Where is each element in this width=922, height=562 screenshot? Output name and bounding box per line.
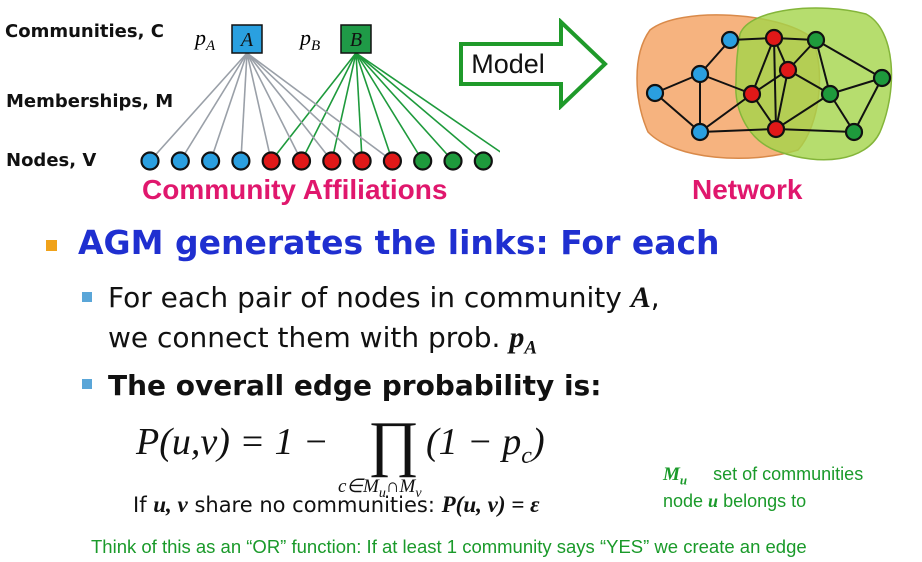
node-blue	[170, 151, 190, 171]
node-blue	[140, 151, 160, 171]
network-edge	[699, 93, 753, 133]
community-b-box	[340, 24, 372, 54]
community-a-letter: A	[239, 29, 254, 51]
network-node-red	[766, 119, 786, 139]
prob-a-label: pA	[193, 25, 216, 54]
sub-bullet-1-line1: For each pair of nodes in community A,	[108, 281, 660, 314]
formula-under: c∈Mu∩Mv	[338, 476, 422, 501]
sub-bullet-2-marker	[82, 379, 92, 389]
network-node-blue	[690, 122, 710, 142]
membership-edge-a	[246, 52, 303, 162]
network-edge	[751, 37, 775, 95]
node-red	[261, 151, 281, 171]
network-edge	[654, 92, 701, 133]
network-nodes	[645, 28, 892, 142]
node-blue	[200, 151, 221, 171]
node-blue	[231, 151, 251, 171]
membership-edges	[149, 52, 500, 162]
affiliations-caption: Community Affiliations	[142, 174, 448, 205]
node-green	[473, 151, 493, 171]
membership-edge-b	[355, 52, 424, 162]
node-red	[291, 151, 312, 171]
network-node-blue	[720, 30, 740, 50]
network-edge	[775, 128, 855, 133]
membership-edge-a	[246, 52, 393, 162]
network-edge	[699, 73, 753, 95]
community-b-letter: B	[350, 29, 362, 51]
node-green	[443, 151, 463, 171]
node-red	[322, 151, 342, 171]
network-node-blue	[645, 83, 665, 103]
network-edge	[815, 39, 883, 79]
network-edge	[775, 93, 831, 130]
formula-product-sign: ∏	[368, 410, 419, 478]
membership-edge-a	[246, 52, 272, 162]
model-label: Model	[471, 49, 545, 79]
membership-edge-b	[300, 52, 357, 162]
membership-edge-a	[179, 52, 248, 162]
edge-probability-formula: P(u,v) = 1 − ∏ (1 − pc) c∈Mu∩Mv	[135, 410, 545, 501]
affiliation-graph: pA A pB B	[140, 24, 500, 171]
node-green	[413, 151, 433, 171]
network-graph	[636, 7, 893, 161]
network-node-green	[844, 122, 864, 142]
membership-edge-a	[246, 52, 363, 162]
network-edge	[853, 77, 883, 133]
membership-edge-a	[240, 52, 248, 162]
node-row	[140, 151, 493, 171]
no-share-line: If u, v share no communities: P(u, v) = …	[133, 492, 540, 517]
network-edge	[815, 39, 831, 95]
network-node-blue	[690, 64, 710, 84]
network-node-green	[806, 30, 826, 50]
network-node-red	[778, 60, 798, 80]
main-bullet-marker	[46, 240, 57, 251]
network-node-green	[872, 68, 892, 88]
label-memberships: Memberships, M	[6, 91, 174, 112]
sub-bullet-2-text: The overall edge probability is:	[108, 369, 602, 402]
network-edge	[775, 69, 789, 130]
membership-edge-b	[270, 52, 357, 162]
membership-edge-a	[209, 52, 248, 162]
sub-bullet-1-line2: we connect them with prob. pA	[108, 321, 538, 359]
formula-lhs: P(u,v) = 1 −	[135, 421, 329, 463]
main-bullet-text: AGM generates the links: For each	[78, 223, 720, 262]
membership-edge-b	[355, 52, 484, 162]
membership-edge-a	[149, 52, 248, 162]
network-caption: Network	[692, 174, 803, 205]
membership-edge-b	[355, 52, 394, 162]
membership-edge-b	[355, 52, 363, 162]
network-node-red	[764, 28, 784, 48]
label-nodes: Nodes, V	[6, 150, 97, 171]
node-red	[352, 151, 372, 171]
network-edge	[773, 37, 777, 130]
prob-b-label: pB	[298, 25, 320, 54]
membership-edge-a	[246, 52, 333, 162]
network-node-red	[742, 84, 762, 104]
membership-edge-b	[331, 52, 357, 162]
network-edge	[699, 128, 777, 133]
formula-term: (1 − pc)	[426, 421, 545, 469]
community-a-box	[231, 24, 263, 54]
membership-edge-b	[355, 52, 500, 153]
label-communities: Communities, C	[5, 21, 164, 42]
footer-note: Think of this as an “OR” function: If at…	[91, 536, 807, 557]
membership-edge-b	[355, 52, 454, 162]
sub-bullet-1-marker	[82, 292, 92, 302]
node-red	[382, 151, 402, 171]
model-arrow: Model	[459, 18, 608, 110]
network-node-green	[820, 84, 840, 104]
